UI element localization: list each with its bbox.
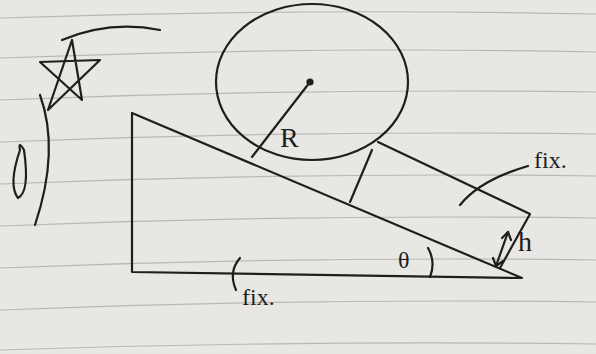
leader-line [460,166,528,205]
circle [216,4,408,160]
scribble [35,95,49,225]
notebook-lines [0,12,596,350]
dimension-label: h [518,228,532,256]
arrow-head [502,232,511,240]
arrow-head [493,258,503,266]
plank-end [350,150,372,202]
scribble [62,27,160,40]
leader-line [233,258,240,290]
radius-label: R [280,124,299,152]
star-doodle [40,40,100,110]
wedge [132,113,522,278]
fixed-note: fix. [242,285,275,309]
angle-label: θ [398,248,410,272]
scribble [13,145,26,198]
angle-arc [428,248,433,277]
fixed-note: fix. [534,148,567,172]
radius-line [252,82,310,157]
